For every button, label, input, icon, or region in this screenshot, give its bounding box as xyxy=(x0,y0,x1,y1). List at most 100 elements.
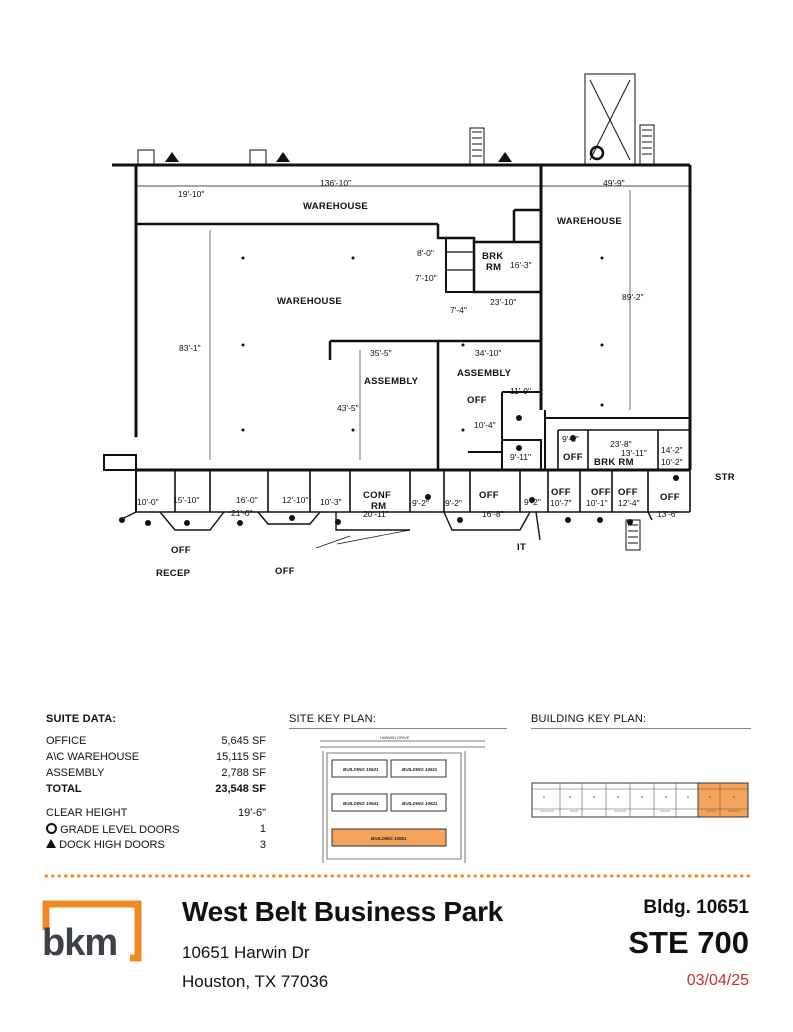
dimension-label: 43'-5" xyxy=(337,403,359,413)
building-label: BUILDING 10621 xyxy=(402,801,438,806)
dock-high-door-icon xyxy=(498,152,512,162)
site-key-plan-heading: SITE KEY PLAN: xyxy=(289,713,376,725)
room-warehouse-main: WAREHOUSE xyxy=(277,296,342,307)
dimension-label: 10'-3" xyxy=(320,497,342,507)
dimension-label: 19'-10" xyxy=(178,189,204,199)
suite-row-label: GRADE LEVEL DOORS xyxy=(60,824,180,836)
building-key-plan-rule xyxy=(531,728,751,729)
suite-row-value: 23,548 SF xyxy=(215,783,266,795)
address-line-1: 10651 Harwin Dr xyxy=(182,943,310,962)
suite-data-heading: SUITE DATA: xyxy=(46,713,117,725)
dimension-label: 23'-10" xyxy=(490,297,516,307)
suite-row-label: CLEAR HEIGHT xyxy=(46,807,128,819)
building-label: BUILDING 10641 xyxy=(343,801,379,806)
dimension-label: 20'-11" xyxy=(363,509,389,519)
building-number: Bldg. 10651 xyxy=(643,897,749,918)
dimension-label: 83'-1" xyxy=(179,343,201,353)
dimension-label: 89'-2" xyxy=(622,292,644,302)
room-break-room-2: BRK RM xyxy=(594,457,634,468)
dimension-label: 7'-4" xyxy=(450,305,467,315)
dimension-label: 10'-4" xyxy=(474,420,496,430)
dimension-label: 13'-6" xyxy=(657,509,679,519)
building-label: BUILDING 10611 xyxy=(402,767,438,772)
suite-number: STE 700 xyxy=(628,925,749,960)
dimension-label: 16'-3" xyxy=(510,260,532,270)
bkm-logo-frame-icon xyxy=(42,900,142,962)
building-label: BUILDING 10621 xyxy=(343,767,379,772)
highlighted-building xyxy=(331,828,447,847)
site-key-plan-rule xyxy=(289,728,507,729)
building-label: BUILDING 10651 xyxy=(371,836,407,841)
dock-high-door-markers xyxy=(165,152,512,162)
dotted-divider xyxy=(43,874,753,878)
dimension-label: 10'-1" xyxy=(586,498,608,508)
room-storage: STR xyxy=(715,472,735,483)
room-office: OFF xyxy=(479,490,499,501)
room-office: OFF xyxy=(660,492,680,503)
suite-row-value: 1 xyxy=(259,823,266,835)
dimension-label: 21'-0" xyxy=(231,508,253,518)
dimension-label: 9'-2" xyxy=(412,498,429,508)
suite-row-label: DOCK HIGH DOORS xyxy=(59,839,165,851)
room-assembly-1: ASSEMBLY xyxy=(364,376,419,387)
dimension-label: 10'-0" xyxy=(137,497,159,507)
suite-row-value: 2,788 SF xyxy=(221,767,266,779)
room-office: OFF xyxy=(171,545,191,556)
room-office: OFF xyxy=(563,452,583,463)
room-warehouse-right: WAREHOUSE xyxy=(557,216,622,227)
room-office: OFF xyxy=(275,566,295,577)
room-office: OFF xyxy=(591,487,611,498)
dock-details xyxy=(137,73,655,551)
room-break-room: BRK xyxy=(482,251,503,262)
suite-row-value: 3 xyxy=(259,839,266,851)
dimension-label: 10'-2" xyxy=(661,457,683,467)
dock-high-door-icon xyxy=(276,152,290,162)
dimension-label: 9'-8" xyxy=(562,434,579,444)
dock-high-door-icon xyxy=(46,839,56,848)
suite-row-label-wrap: DOCK HIGH DOORS xyxy=(46,839,165,851)
suite-row-value: 15,115 SF xyxy=(216,751,266,763)
dimension-label: 23'-8" xyxy=(610,439,632,449)
suite-row-value: 5,645 SF xyxy=(221,735,266,747)
plan-walls xyxy=(103,163,692,549)
dimension-label: 136'-10" xyxy=(320,178,351,188)
suite-row-label: OFFICE xyxy=(46,735,87,747)
dimension-label: 14'-2" xyxy=(661,445,683,455)
dimensions: 136'-10" 49'-9" 19'-10" 8'-0" 7'-10" 16'… xyxy=(137,178,683,519)
dimension-label: 9'-2" xyxy=(524,497,541,507)
room-it: IT xyxy=(517,542,526,553)
highlighted-suite xyxy=(697,782,749,818)
grade-level-door-icon xyxy=(46,823,57,834)
room-office: OFF xyxy=(618,487,638,498)
bkm-logo: bkm xyxy=(42,900,142,962)
dimension-label: 49'-9" xyxy=(603,178,625,188)
dimension-label: 9'-2" xyxy=(445,498,462,508)
floor-plan: WAREHOUSE WAREHOUSE WAREHOUSE BRK RM ASS… xyxy=(103,73,735,579)
suite-row-label: A\C WAREHOUSE xyxy=(46,751,140,763)
dimension-label: 11'-9" xyxy=(510,386,531,396)
dimension-label: 10'-7" xyxy=(550,498,572,508)
room-office: OFF xyxy=(467,395,487,406)
room-office: OFF xyxy=(551,487,571,498)
room-reception: RECEP xyxy=(156,568,191,579)
room-conf: CONF xyxy=(363,490,391,501)
dock-high-door-icon xyxy=(165,152,179,162)
dimension-label: 16'-0" xyxy=(236,495,258,505)
property-title: West Belt Business Park xyxy=(182,896,503,927)
dimension-label: 34'-10" xyxy=(475,348,501,358)
site-key-plan-map: HARWIN DRIVE BUILDING 10621 BUILDING 106… xyxy=(320,735,485,863)
building-key-plan-heading: BUILDING KEY PLAN: xyxy=(531,713,647,725)
room-assembly-2: ASSEMBLY xyxy=(457,368,512,379)
grade-level-door-icon xyxy=(589,145,605,161)
street-label: HARWIN DRIVE xyxy=(380,735,410,740)
dimension-label: 8'-0" xyxy=(417,248,434,258)
dimension-label: 16'-8" xyxy=(482,509,504,519)
suite-row-value: 19'-6" xyxy=(237,807,266,819)
suite-row-label: TOTAL xyxy=(46,783,82,795)
room-break-room-line2: RM xyxy=(486,262,501,273)
suite-row-label: ASSEMBLY xyxy=(46,767,105,779)
room-conf-line2: RM xyxy=(371,501,386,512)
dimension-label: 9'-11" xyxy=(510,452,531,462)
room-warehouse-top: WAREHOUSE xyxy=(303,201,368,212)
dimension-label: 12'-10" xyxy=(282,495,308,505)
